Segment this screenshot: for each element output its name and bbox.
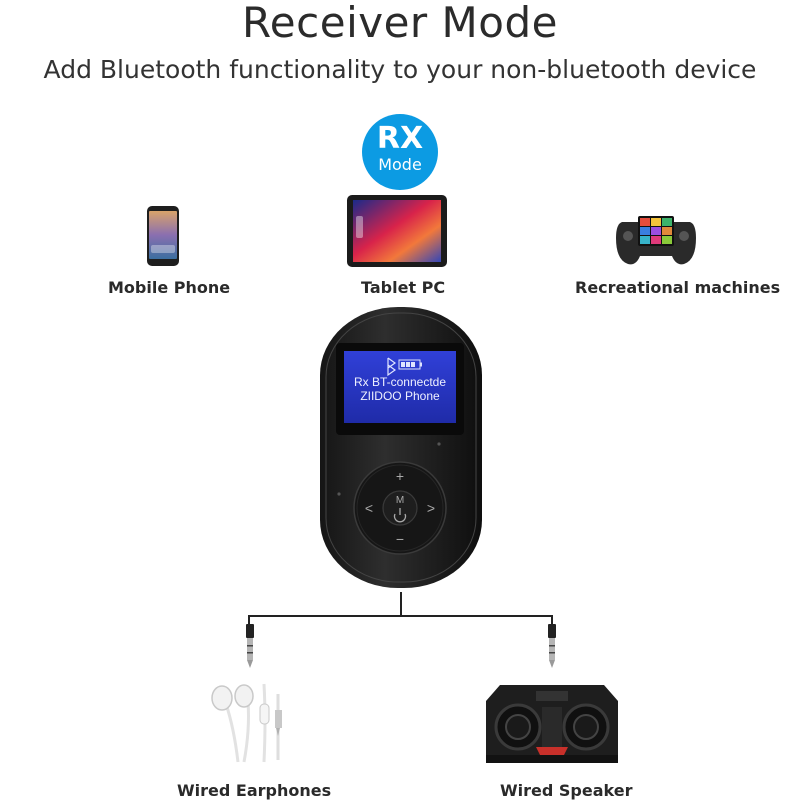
device-button-plus: + [396, 468, 404, 484]
rx-badge-line1: RX [376, 121, 424, 156]
device-button-prev: < [365, 500, 373, 516]
tablet-pc-image [347, 195, 447, 267]
source-label-recreational-machines: Recreational machines [575, 278, 781, 297]
output-label-wired-earphones: Wired Earphones [177, 781, 332, 800]
wired-earphones-image [211, 683, 282, 763]
recreational-machine-image [616, 216, 696, 265]
rx-badge-line2: Mode [378, 155, 422, 174]
mobile-phone-image [147, 206, 179, 266]
device-button-minus: − [396, 531, 404, 547]
bluetooth-receiver-device: Rx BT-connectde ZIIDOO Phone M + − < > [320, 307, 482, 588]
device-button-m: M [396, 495, 404, 506]
output-label-wired-speaker: Wired Speaker [500, 781, 633, 800]
device-button-next: > [427, 500, 435, 516]
rx-mode-badge: RX Mode [362, 114, 438, 190]
device-screen-line1: Rx BT-connectde [354, 375, 446, 389]
audio-jack-left-icon [246, 624, 254, 668]
audio-jack-right-icon [548, 624, 556, 668]
page-title: Receiver Mode [242, 0, 558, 47]
wired-speaker-image [486, 685, 618, 763]
source-label-tablet-pc: Tablet PC [361, 278, 446, 297]
device-screen-line2: ZIIDOO Phone [360, 389, 440, 403]
page-subtitle: Add Bluetooth functionality to your non-… [43, 55, 757, 84]
source-label-mobile-phone: Mobile Phone [108, 278, 231, 297]
